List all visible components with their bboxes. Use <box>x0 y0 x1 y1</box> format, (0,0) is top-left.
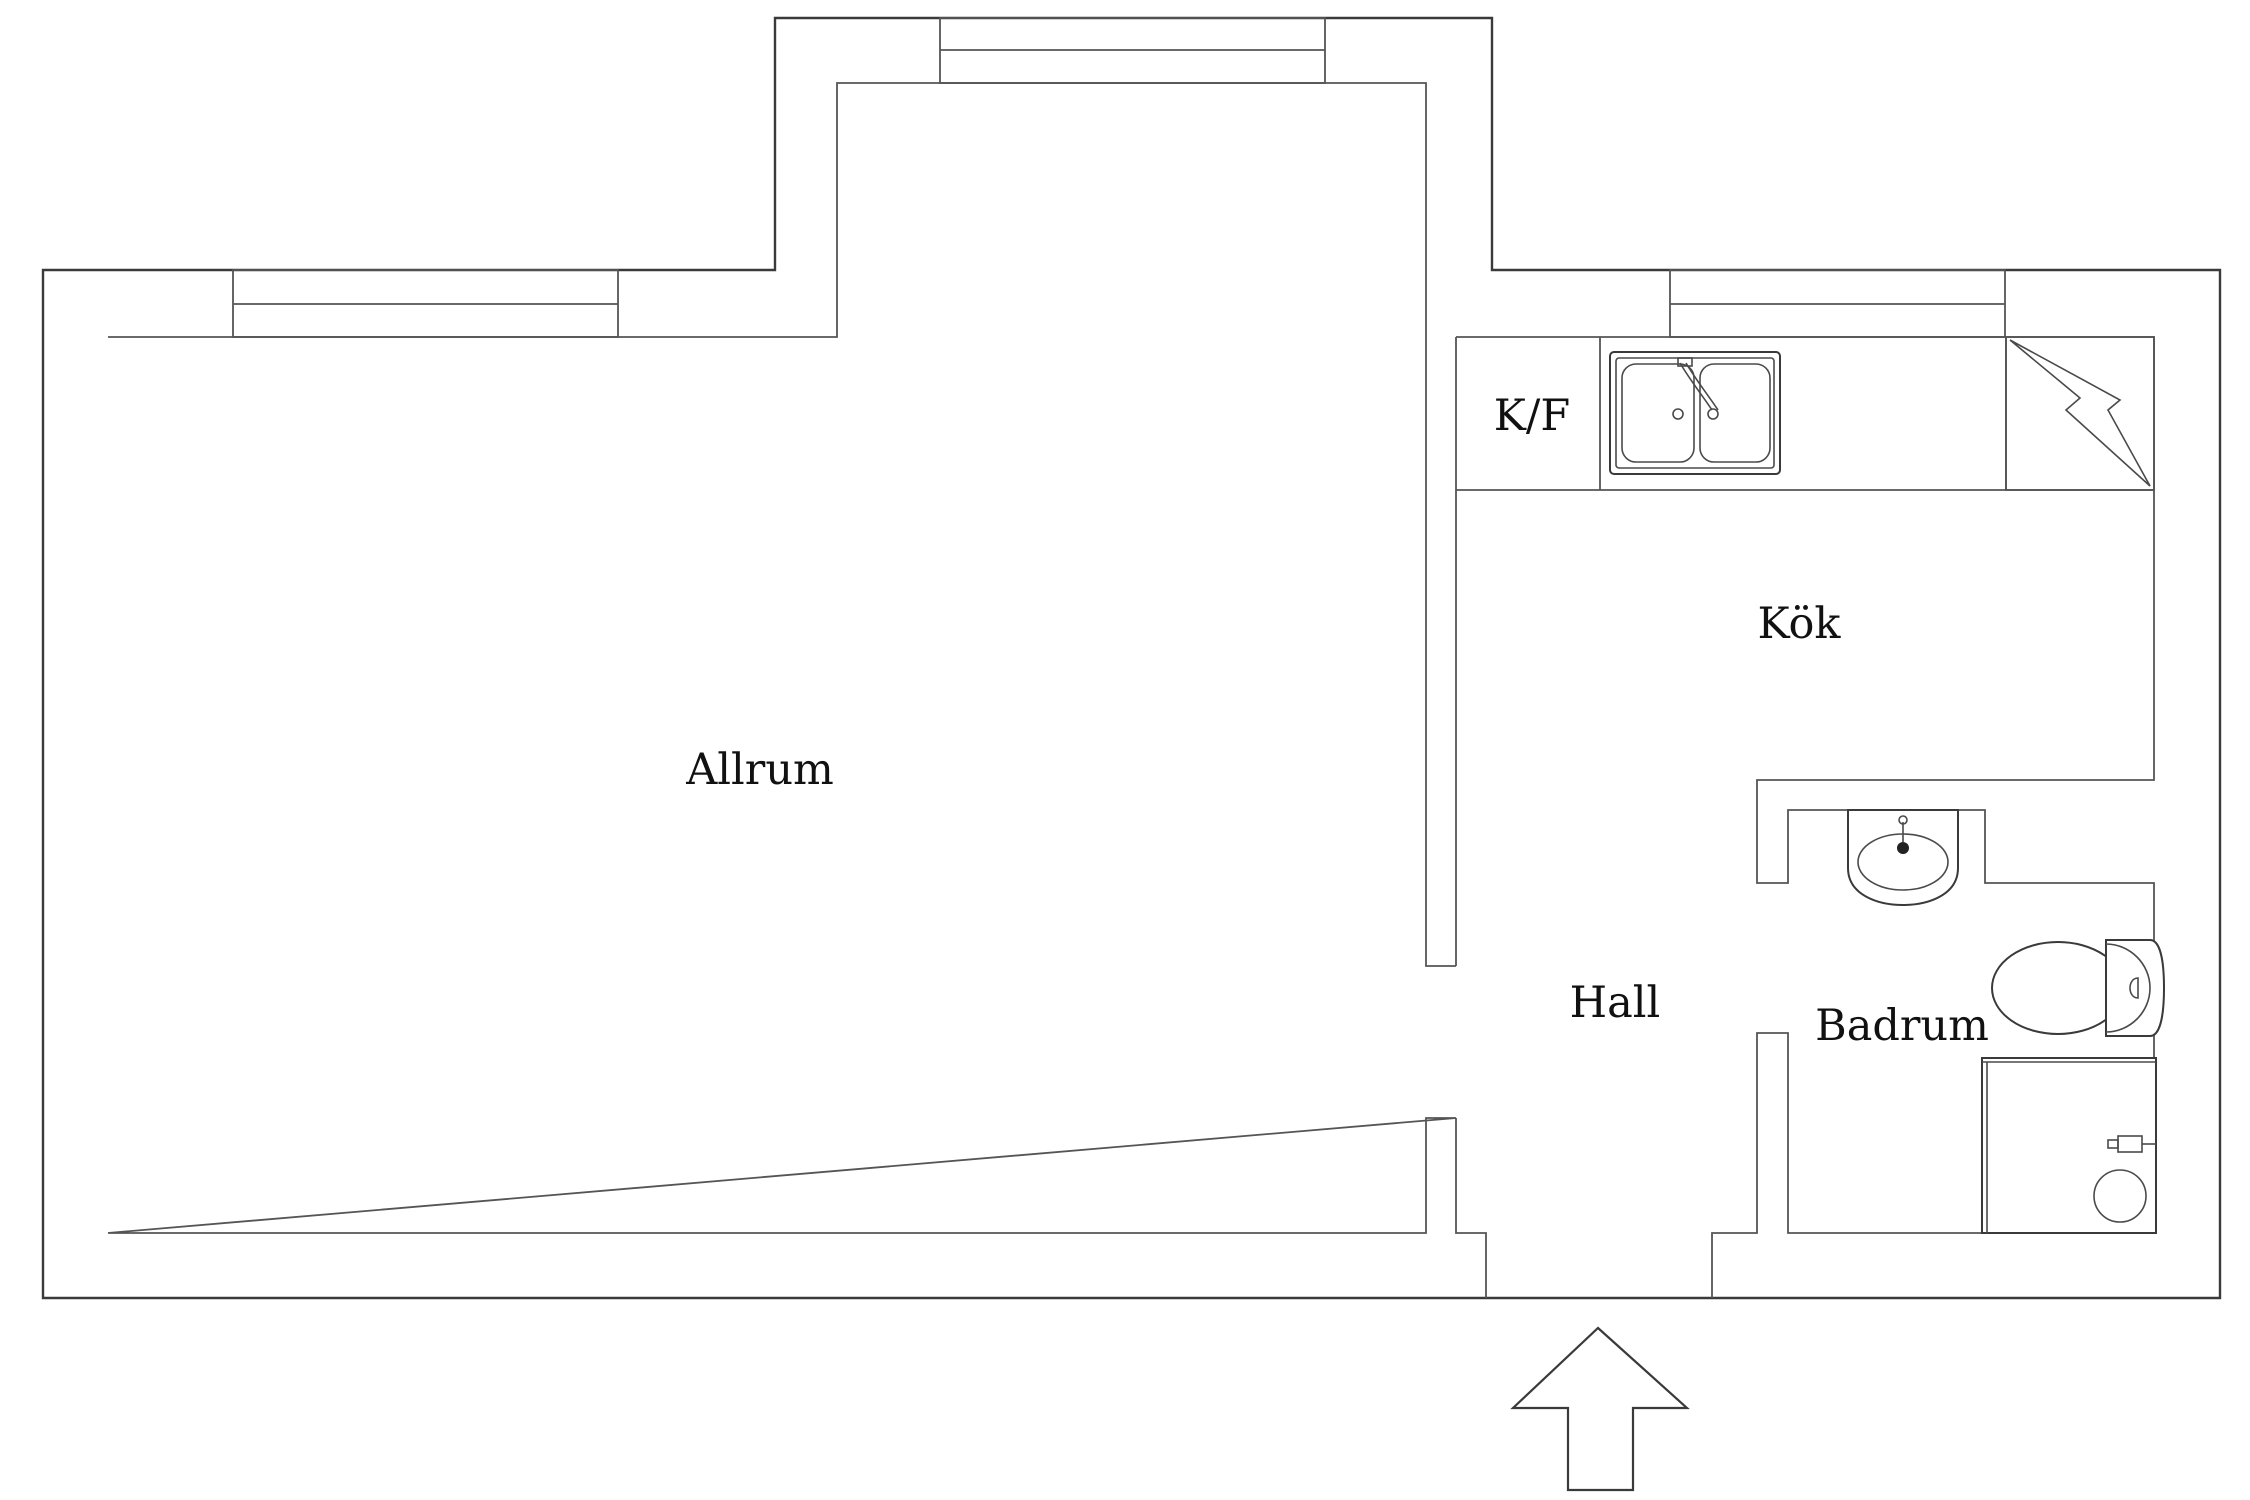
kitchen-partition-wall <box>1455 337 1487 1298</box>
kitchen-inner-wall <box>1456 336 2155 1298</box>
window-right <box>1669 269 2006 338</box>
room-label-hall: Hall <box>1570 978 1661 1028</box>
room-label-kf: K/F <box>1494 391 1570 441</box>
window-top <box>939 17 1326 84</box>
entrance-arrow <box>1510 1326 1690 1492</box>
bathroom-washbasin <box>1847 809 1959 907</box>
window-left <box>232 269 619 338</box>
outer-wall <box>41 16 2222 1300</box>
allrum-inner-wall <box>107 82 1457 1234</box>
toilet <box>1991 939 2166 1037</box>
shower-tray <box>1981 1057 2157 1234</box>
room-label-kok: Kök <box>1758 599 1842 649</box>
room-label-badrum: Badrum <box>1815 1001 1989 1051</box>
kitchen-double-sink <box>1609 351 1781 475</box>
room-label-allrum: Allrum <box>685 745 834 795</box>
stove-symbol <box>2005 336 2155 491</box>
